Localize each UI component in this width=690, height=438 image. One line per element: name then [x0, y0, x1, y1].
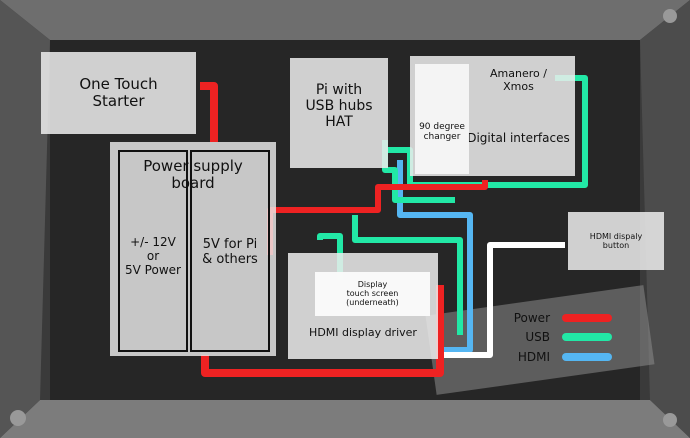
corner-screw — [10, 410, 26, 426]
legend-label-hdmi: HDMI — [517, 350, 550, 364]
enclosure-right-wall — [640, 0, 690, 438]
pi-usb-hat-block: Pi with USB hubs HAT — [290, 58, 388, 168]
hdmi-display-button-label: HDMI dispaly button — [589, 232, 643, 251]
enclosure-left-wall — [0, 0, 50, 438]
power-supply-block: Power supply board — [110, 142, 276, 356]
power-supply-label: Power supply board — [143, 157, 243, 193]
psu-section-right-label: 5V for Pi & others — [202, 237, 258, 267]
touch-screen-label: Display touch screen (underneath) — [346, 280, 399, 308]
pi-usb-hat-label: Pi with USB hubs HAT — [305, 82, 373, 131]
hdmi-wire — [397, 160, 473, 353]
usb-wire — [352, 215, 463, 335]
power-wire — [201, 285, 444, 377]
enclosure-top-wall — [0, 0, 690, 40]
one-touch-starter-label: One Touch Starter — [79, 75, 158, 111]
enclosure-bottom-wall — [0, 400, 690, 438]
display-wire — [440, 242, 565, 358]
power-wire — [200, 82, 218, 142]
ribbon-cable — [425, 285, 655, 395]
one-touch-starter-block: One Touch Starter — [41, 52, 196, 134]
legend-label-power: Power — [513, 311, 550, 325]
hdmi-display-driver-label: HDMI display driver — [309, 326, 417, 339]
legend-label-usb: USB — [525, 330, 550, 344]
amanero-xmos-label: Amanero / Xmos — [490, 67, 547, 93]
psu-section-left-label: +/- 12V or 5V Power — [125, 235, 181, 277]
touch-screen-block: Display touch screen (underneath) — [315, 272, 430, 316]
corner-screw — [663, 9, 677, 23]
hdmi-display-button-block: HDMI dispaly button — [568, 212, 664, 270]
angle-changer-block: 90 degree changer — [415, 64, 469, 174]
digital-interfaces-label: Digital interfaces — [467, 131, 570, 145]
corner-screw — [663, 413, 677, 427]
angle-changer-label: 90 degree changer — [419, 122, 465, 143]
psu-section-left: +/- 12V or 5V Power — [118, 150, 188, 352]
psu-section-right: 5V for Pi & others — [190, 150, 270, 352]
